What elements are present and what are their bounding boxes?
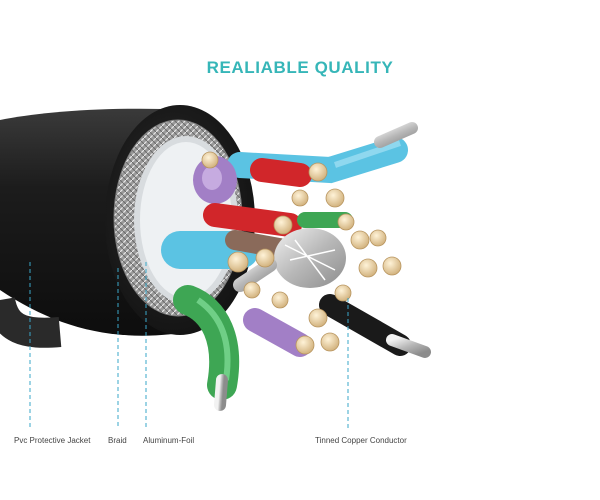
label-pvc-jacket: Pvc Protective Jacket <box>14 436 91 445</box>
center-conductor-bundle <box>274 228 346 288</box>
green-wire <box>173 285 240 400</box>
label-aluminum-foil: Aluminum-Foil <box>143 436 195 445</box>
silver-strands <box>214 122 431 411</box>
label-tinned-copper: Tinned Copper Conductor <box>315 436 407 445</box>
red-wire-top <box>250 158 312 187</box>
leader-lines <box>29 262 349 428</box>
tinned-copper-conductors <box>201 151 402 355</box>
headline-title: REALIABLE QUALITY <box>206 58 394 77</box>
purple-wire-top <box>193 156 237 204</box>
purple-wire-low <box>243 308 312 357</box>
label-braid: Braid <box>108 436 127 445</box>
